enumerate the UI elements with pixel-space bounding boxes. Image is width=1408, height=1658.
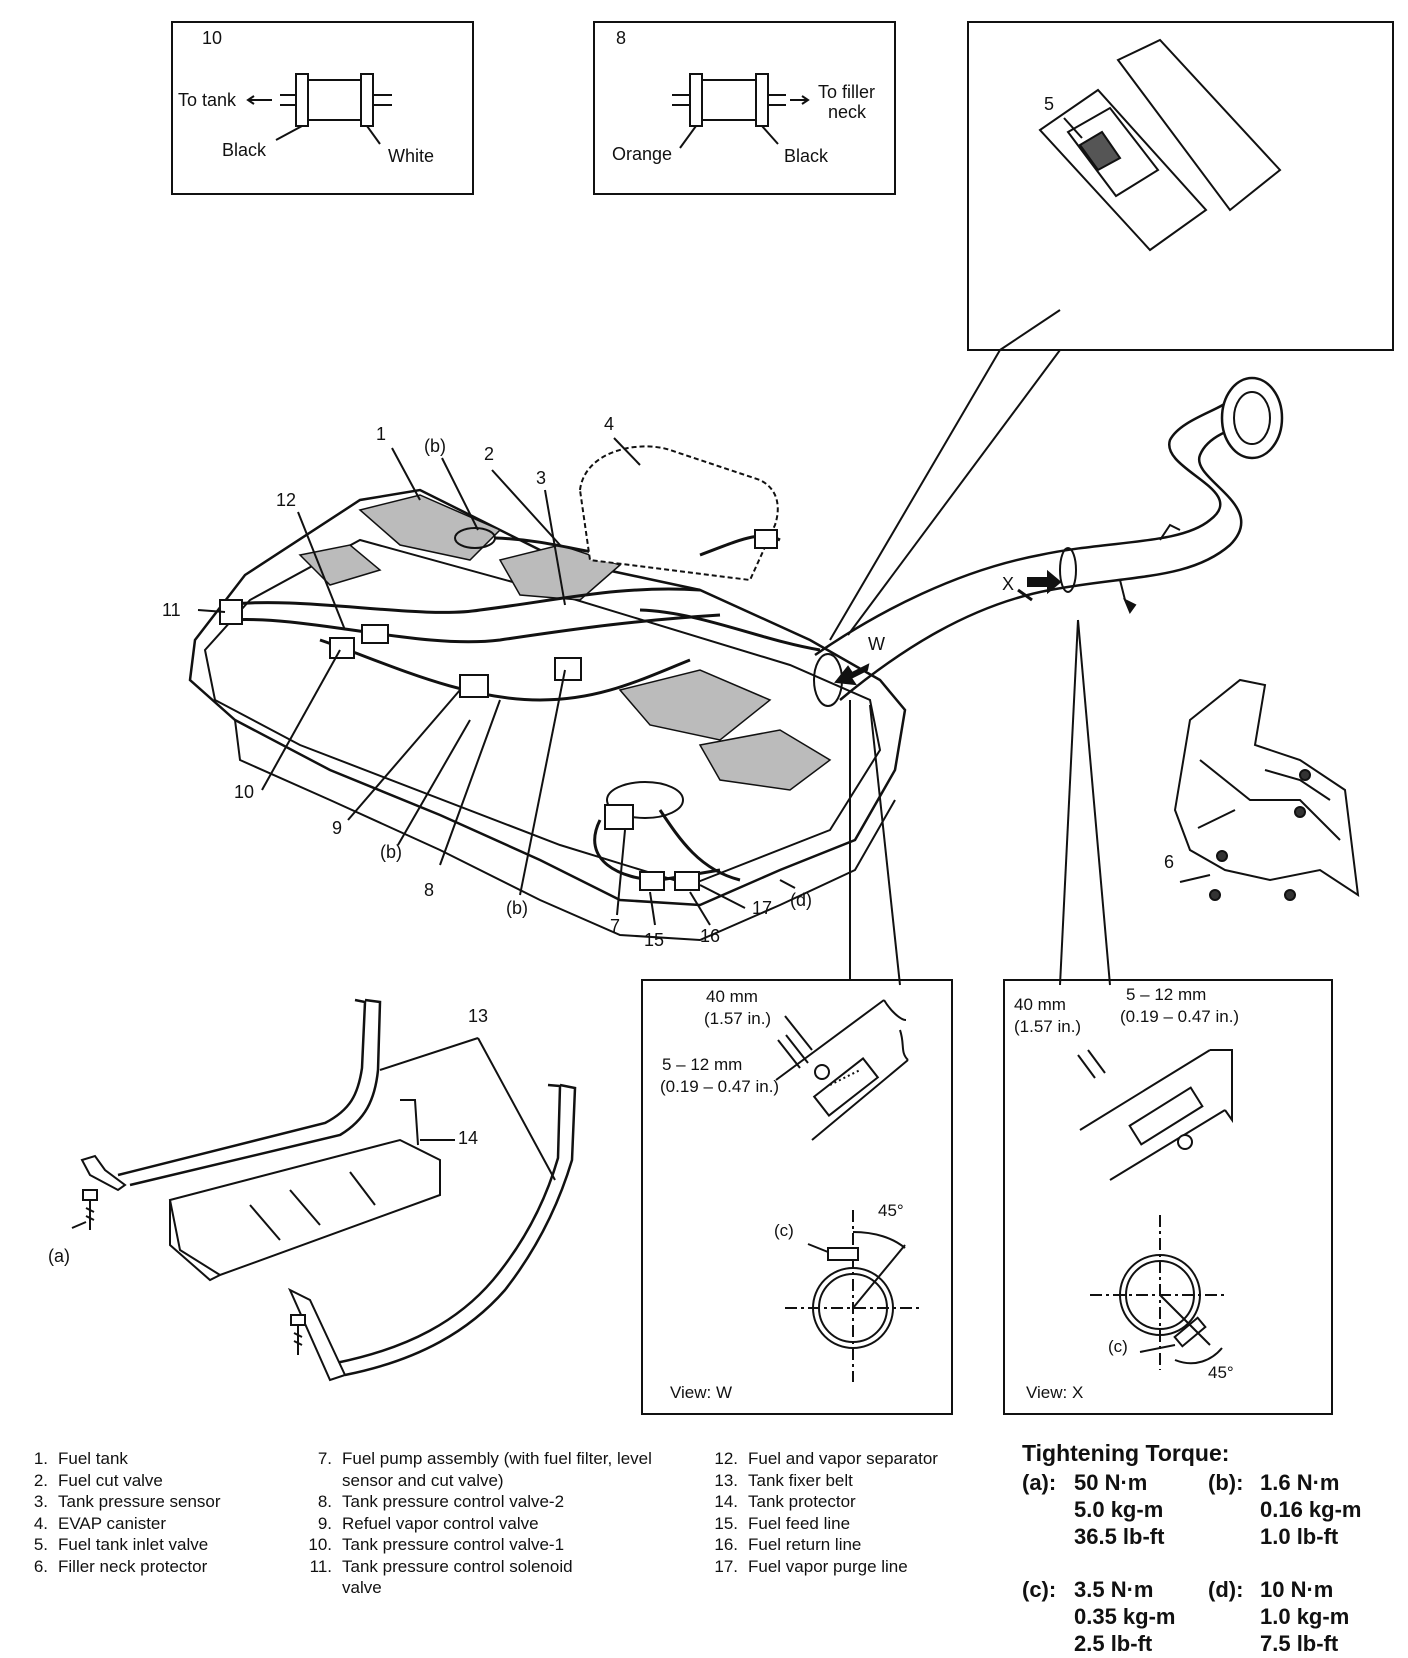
- view-x-angle: 45°: [1208, 1363, 1234, 1382]
- view-x-dim1: 40 mm: [1014, 995, 1066, 1014]
- legend-item: 8.Tank pressure control valve-2: [317, 1492, 565, 1511]
- callout-b-top: (b): [424, 436, 446, 456]
- torque-title: Tightening Torque:: [1022, 1440, 1230, 1466]
- inset-box-5: [967, 21, 1394, 351]
- callout-12: 12: [276, 490, 296, 510]
- callout-13: 13: [468, 1006, 488, 1026]
- tank-fixer-belts: [80, 998, 577, 1382]
- view-w-dim2: 5 – 12 mm: [662, 1055, 742, 1074]
- view-x-clamp: (c): [1108, 1337, 1128, 1356]
- callout-b-left: (b): [380, 842, 402, 862]
- callout-7: 7: [610, 916, 620, 936]
- legend-item: 9.Refuel vapor control valve: [317, 1513, 539, 1533]
- view-w-angle: 45°: [878, 1201, 904, 1220]
- view-w-caption: View: W: [670, 1383, 732, 1402]
- legend-item: 17.Fuel vapor purge line: [714, 1556, 908, 1576]
- legend-item: 7.Fuel pump assembly (with fuel filter, …: [317, 1449, 652, 1490]
- callout-1: 1: [376, 424, 386, 444]
- torque-a: (a):50 N·m 5.0 kg-m 36.5 lb-ft: [1022, 1470, 1165, 1549]
- evap-canister: [578, 445, 781, 582]
- callout-8: 8: [424, 880, 434, 900]
- inset-8-number: 8: [616, 28, 626, 48]
- torque-d: (d):10 N·m 1.0 kg-m 7.5 lb-ft: [1208, 1577, 1350, 1656]
- tightening-torque-table: Tightening Torque: (a):50 N·m 5.0 kg-m 3…: [1022, 1440, 1392, 1657]
- inset-box-10: [171, 21, 474, 195]
- legend-item: 15.Fuel feed line: [714, 1513, 851, 1533]
- legend-item: 5.Fuel tank inlet valve: [33, 1535, 209, 1554]
- callout-x: X: [1002, 574, 1014, 594]
- tank-protector: [168, 1099, 441, 1282]
- legend-item: 1.Fuel tank: [33, 1449, 128, 1468]
- callout-6: 6: [1164, 852, 1174, 872]
- torque-c: (c):3.5 N·m 0.35 kg-m 2.5 lb-ft: [1022, 1577, 1176, 1656]
- callout-b-bottom: (b): [506, 898, 528, 918]
- black-label-8: Black: [784, 146, 829, 166]
- legend-item: 10.Tank pressure control valve-1: [308, 1535, 565, 1554]
- parts-legend-col3: 12.Fuel and vapor separator 13.Tank fixe…: [712, 1448, 1012, 1577]
- callout-d: (d): [790, 890, 812, 910]
- callout-11: 11: [162, 600, 181, 620]
- orange-label-8: Orange: [612, 144, 672, 164]
- white-label-10: White: [388, 146, 434, 166]
- torque-b: (b):1.6 N·m 0.16 kg-m 1.0 lb-ft: [1208, 1470, 1362, 1549]
- callout-4: 4: [604, 414, 614, 434]
- callout-17: 17: [752, 898, 772, 918]
- filler-neck-protector: [1173, 678, 1360, 901]
- callout-14: 14: [458, 1128, 478, 1148]
- legend-item: 6.Filler neck protector: [33, 1556, 208, 1576]
- black-label-10: Black: [222, 140, 267, 160]
- view-w-box: [641, 979, 953, 1415]
- view-w-clamp: (c): [774, 1221, 794, 1240]
- view-x-dim1-in: (1.57 in.): [1014, 1017, 1081, 1036]
- bolt-a-2: [290, 1314, 306, 1355]
- callout-9: 9: [332, 818, 342, 838]
- legend-item: 12.Fuel and vapor separator: [714, 1449, 938, 1468]
- legend-item: 4.EVAP canister: [33, 1513, 167, 1533]
- callout-2: 2: [484, 444, 494, 464]
- callout-w: W: [868, 634, 885, 654]
- to-filler-label: To filler: [818, 82, 875, 102]
- callout-5: 5: [1044, 94, 1054, 114]
- inset-10-number: 10: [202, 28, 222, 48]
- legend-item: 13.Tank fixer belt: [714, 1470, 853, 1490]
- view-x-dim2: 5 – 12 mm: [1126, 985, 1206, 1004]
- parts-legend-col2: 7.Fuel pump assembly (with fuel filter, …: [306, 1448, 676, 1599]
- legend-item: 16.Fuel return line: [714, 1535, 862, 1554]
- to-tank-label: To tank: [178, 90, 237, 110]
- view-x-dim2-in: (0.19 – 0.47 in.): [1120, 1007, 1239, 1026]
- callout-16: 16: [700, 926, 720, 946]
- legend-item: 14.Tank protector: [714, 1492, 856, 1511]
- inset-box-8: [593, 21, 896, 195]
- callout-15: 15: [644, 930, 664, 950]
- legend-item: 2.Fuel cut valve: [33, 1470, 163, 1490]
- view-x-caption: View: X: [1026, 1383, 1083, 1402]
- callout-a: (a): [48, 1246, 70, 1266]
- view-w-dim1-in: (1.57 in.): [704, 1009, 771, 1028]
- neck-label: neck: [828, 102, 867, 122]
- parts-legend-col1: 1.Fuel tank 2.Fuel cut valve 3.Tank pres…: [22, 1448, 312, 1577]
- callout-3: 3: [536, 468, 546, 488]
- legend-item: 3.Tank pressure sensor: [33, 1492, 221, 1511]
- bolt-a-1: [82, 1189, 98, 1230]
- view-w-dim1: 40 mm: [706, 987, 758, 1006]
- fuel-tank-drawing: [188, 488, 907, 942]
- view-x-box: [1003, 979, 1333, 1415]
- legend-item: 11.Tank pressure control solenoid valve: [309, 1556, 573, 1598]
- filler-neck: [813, 376, 1284, 707]
- callout-10: 10: [234, 782, 254, 802]
- view-w-dim2-in: (0.19 – 0.47 in.): [660, 1077, 779, 1096]
